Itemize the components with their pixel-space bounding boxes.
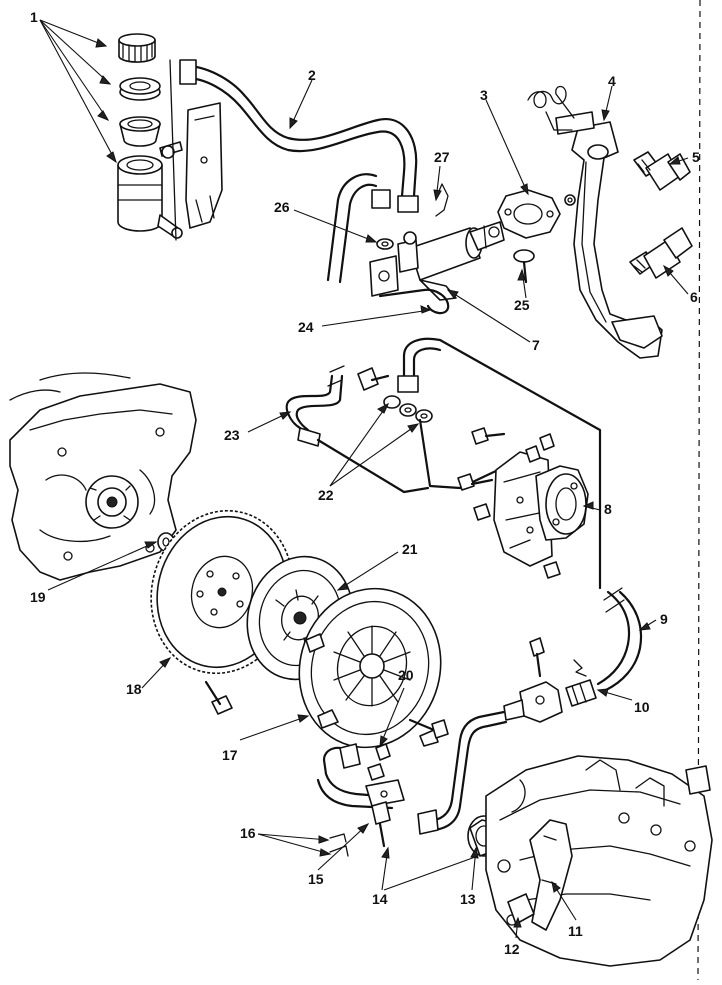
callout-8: 8 [604,501,612,517]
callout-26: 26 [274,199,290,215]
pressure-plate [298,587,442,749]
callout-20: 20 [398,667,414,683]
callout-11: 11 [568,923,583,939]
clutch-pedal [555,111,663,359]
callout-27: 27 [434,149,450,165]
engine-block [9,372,197,581]
callout-5: 5 [692,149,700,165]
callout-25: 25 [514,297,530,313]
clutch-master-cylinder [369,221,505,301]
line-fitting-mid [397,375,419,393]
callout-labels: 1 2 3 4 5 6 7 8 9 10 11 12 13 14 15 16 1… [30,9,700,957]
hose-fitting-clip [565,659,597,707]
flywheel-bolt [204,680,233,715]
callout-14: 14 [372,891,388,907]
reservoir-filter [119,116,161,147]
bleed-fitting [339,743,405,807]
callout-10: 10 [634,699,650,715]
hose-break-mark [603,587,625,613]
callout-19: 19 [30,589,46,605]
line-fitting-left [297,427,321,447]
slave-line-pipe-edge [428,720,508,832]
callout-9: 9 [660,611,668,627]
callout-17: 17 [222,747,238,763]
master-cylinder-line [326,173,378,282]
clutch-line-lower [316,438,430,494]
fork-boot [507,893,535,925]
hose-clip [435,183,449,217]
callout-4: 4 [608,73,616,89]
banjo-bolts-washers [357,367,433,423]
callout-6: 6 [690,289,698,305]
clutch-damper-bracket [418,418,589,567]
callout-1: 1 [30,9,38,25]
pipe-end-fitting [417,809,439,835]
reservoir-body [117,155,183,239]
clutch-line-to-slave-edge [412,347,442,378]
callout-23: 23 [224,427,240,443]
clutch-switch-upper [633,151,691,191]
line-break-mark [327,365,345,387]
hose-end-fitting [179,59,197,85]
clutch-line-segment [285,374,334,442]
bleed-line-edge [316,778,394,810]
slave-cylinder-bracket [503,637,563,723]
slave-cylinder-hose-edge [604,590,643,692]
master-cylinder-gasket [497,189,576,239]
reservoir-seal [119,77,161,101]
callout-22: 22 [318,487,334,503]
bleed-screw [371,801,391,848]
callout-13: 13 [460,891,476,907]
reservoir-assembly [117,33,183,239]
reservoir-mounting-bracket [159,59,223,241]
bleed-line [322,746,382,798]
reservoir-hose-edge [184,76,406,198]
callout-21: 21 [402,541,418,557]
clutch-line-segment-edge [295,374,344,432]
pedal-return-spring [527,85,575,131]
sealing-washer [376,238,394,250]
callout-16: 16 [240,825,256,841]
callout-7: 7 [532,337,540,353]
reservoir-hose [184,64,418,198]
callout-2: 2 [308,67,316,83]
slave-line-pipe [424,710,506,822]
clevis-pin [513,249,535,284]
callout-3: 3 [480,87,488,103]
hose-clamp-fitting [397,195,419,213]
leader-lines [39,19,689,939]
push-rod-clevis [378,288,450,315]
clips-16 [329,833,349,857]
clutch-switch-lower [629,227,693,279]
bracket-bolts [457,427,561,579]
callout-18: 18 [126,681,142,697]
master-cylinder-line-edge [338,183,378,284]
union-fitting [371,189,391,209]
clutch-line-to-slave [402,337,602,590]
callout-15: 15 [308,871,324,887]
callout-24: 24 [298,319,314,335]
reservoir-cap [118,33,156,63]
transmission-case [485,755,713,967]
callout-12: 12 [504,941,520,957]
pressure-plate-bolt [408,718,449,739]
slave-cylinder-hose [596,590,631,686]
